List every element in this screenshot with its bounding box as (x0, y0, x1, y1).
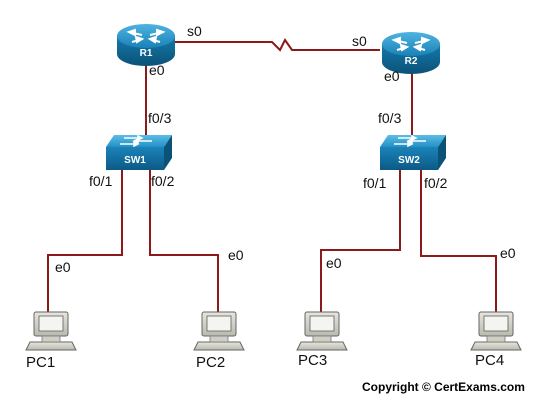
port-label-pc4-e0: e0 (500, 245, 516, 261)
links (47, 38, 497, 313)
router-label: R2 (405, 56, 418, 67)
port-label-pc2-e0: e0 (228, 247, 244, 263)
switch-sw2[interactable]: SW2 (380, 134, 446, 170)
router-icon (382, 32, 440, 74)
pc-pc2[interactable] (193, 311, 245, 351)
port-label-r2-s0: s0 (352, 33, 367, 49)
switch-icon (106, 134, 172, 170)
port-label-sw1-f01: f0/1 (89, 173, 113, 189)
port-label-r2-e0: e0 (384, 68, 400, 84)
pc-label-pc3: PC3 (298, 352, 327, 369)
port-label-pc3-e0: e0 (326, 255, 342, 271)
port-label-r1-s0: s0 (187, 23, 202, 39)
router-r2[interactable]: R2 (382, 32, 440, 74)
pc-pc3[interactable] (296, 311, 348, 351)
port-label-pc1-e0: e0 (55, 259, 71, 275)
link-sw2-pc3 (320, 170, 401, 313)
pc-icon (25, 311, 77, 351)
copyright-text: Copyright © CertExams.com (362, 380, 525, 394)
link-sw2-pc4 (420, 170, 497, 313)
port-label-sw2-f01: f0/1 (363, 175, 387, 191)
router-label: R1 (140, 48, 153, 59)
router-r1[interactable]: R1 (117, 24, 175, 66)
port-label-sw2-f02: f0/2 (424, 175, 448, 191)
link-sw1-pc1 (47, 170, 123, 313)
pc-icon (296, 311, 348, 351)
port-label-sw2-f03: f0/3 (378, 110, 402, 126)
pc-label-pc4: PC4 (475, 352, 504, 369)
port-label-sw1-f02: f0/2 (151, 173, 175, 189)
router-icon (117, 24, 175, 66)
port-label-sw1-f03: f0/3 (148, 110, 172, 126)
switch-label: SW1 (124, 155, 146, 166)
pc-icon (470, 311, 522, 351)
pc-icon (193, 311, 245, 351)
switch-icon (380, 134, 446, 170)
serial-link-r1-r2 (172, 38, 380, 52)
link-sw1-pc2 (149, 170, 219, 313)
pc-label-pc1: PC1 (26, 354, 55, 371)
port-label-r1-e0: e0 (149, 62, 165, 78)
switch-label: SW2 (398, 155, 420, 166)
pc-pc4[interactable] (470, 311, 522, 351)
switch-sw1[interactable]: SW1 (106, 134, 172, 170)
pc-label-pc2: PC2 (196, 354, 225, 371)
pc-pc1[interactable] (25, 311, 77, 351)
